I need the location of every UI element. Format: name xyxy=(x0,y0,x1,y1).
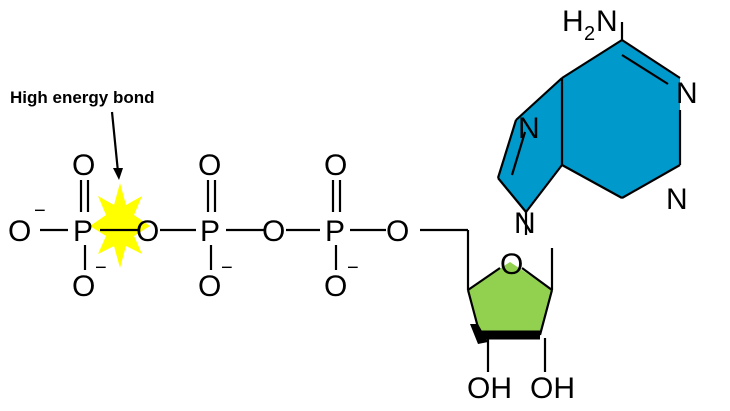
hydroxyl-2: OH xyxy=(467,372,512,405)
annotation-arrow xyxy=(110,111,123,180)
oxygen-bridge-3: O xyxy=(386,215,409,248)
adenine-bonds xyxy=(496,22,682,235)
svg-text:O: O xyxy=(72,270,95,303)
phosphorus-beta: P xyxy=(200,215,220,248)
oxygen-gamma-double: O xyxy=(72,149,95,182)
oxygen-bridge-2: O xyxy=(262,215,285,248)
phosphate-bonds xyxy=(40,180,386,270)
nitrogen-7: N xyxy=(518,112,540,145)
ribose-bonds xyxy=(420,228,554,372)
oxygen-bridge-1: O xyxy=(136,215,159,248)
svg-text:O: O xyxy=(198,270,221,303)
oxygen-gamma-minus: O − xyxy=(72,257,107,303)
high-energy-bond-label: High energy bond xyxy=(10,88,155,107)
nitrogen-3: N xyxy=(666,183,688,216)
amine-group: H 2 N xyxy=(562,5,618,45)
svg-text:−: − xyxy=(347,257,359,279)
ribose-ring-oxygen: O xyxy=(500,248,523,281)
svg-text:O: O xyxy=(324,270,347,303)
oxygen-beta-double: O xyxy=(198,149,221,182)
svg-text:H: H xyxy=(562,5,584,38)
svg-text:−: − xyxy=(221,257,233,279)
svg-text:O: O xyxy=(8,215,31,248)
svg-text:2: 2 xyxy=(584,23,595,45)
terminal-oxygen-minus: O − xyxy=(8,200,46,248)
nitrogen-1: N xyxy=(676,77,698,110)
oxygen-alpha-minus: O − xyxy=(324,257,359,303)
oxygen-beta-minus: O − xyxy=(198,257,233,303)
svg-text:N: N xyxy=(596,5,618,38)
phosphorus-alpha: P xyxy=(325,215,345,248)
adenine-ring-fill xyxy=(562,40,680,198)
ribose-ring-fill xyxy=(468,262,552,335)
hydroxyl-3: OH xyxy=(530,372,575,405)
svg-text:−: − xyxy=(95,257,107,279)
high-energy-burst-icon xyxy=(90,183,150,268)
phosphorus-gamma: P xyxy=(73,215,93,248)
oxygen-alpha-double: O xyxy=(324,149,347,182)
nitrogen-9: N xyxy=(514,207,536,240)
imidazole-ring-fill xyxy=(498,78,562,212)
svg-text:−: − xyxy=(34,200,46,222)
